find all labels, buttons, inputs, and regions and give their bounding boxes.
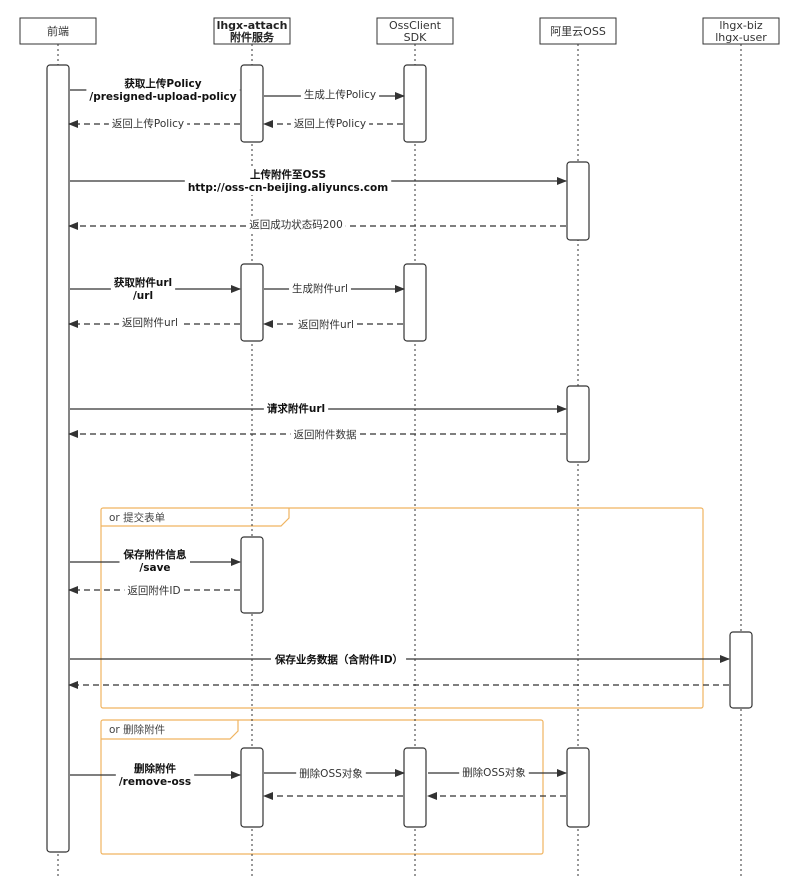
message-del-oss-1: 删除OSS对象 xyxy=(264,766,405,781)
message-ret-data: 返回附件数据 xyxy=(68,427,566,442)
message-label: 返回成功状态码200 xyxy=(249,218,343,231)
message-label: http://oss-cn-beijing.aliyuncs.com xyxy=(188,182,388,194)
message-ret-url: 返回附件url xyxy=(68,315,240,330)
participant-label: OssClient xyxy=(389,19,442,32)
message-label: 生成附件url xyxy=(292,282,348,295)
message-ret-policy: 返回上传Policy xyxy=(68,117,240,131)
message-label-bg xyxy=(289,281,351,296)
participant-oss: 阿里云OSS xyxy=(539,17,617,45)
message-label: 生成上传Policy xyxy=(304,88,376,101)
activation-oss xyxy=(566,385,590,463)
message-label-bg xyxy=(290,117,370,131)
message-ret-id: 返回附件ID xyxy=(68,583,240,598)
message-label: 删除附件 xyxy=(134,762,176,775)
message-upload-oss: 上传附件至OSShttp://oss-cn-beijing.aliyuncs.c… xyxy=(70,167,567,195)
participant-label: 前端 xyxy=(47,24,69,38)
participant-label: 附件服务 xyxy=(230,30,275,44)
message-label: 返回附件ID xyxy=(127,584,180,597)
message-label: 返回附件数据 xyxy=(294,428,357,441)
activation-sdk xyxy=(403,64,427,143)
message-label-bg xyxy=(124,583,184,598)
message-label: 请求附件url xyxy=(267,402,325,415)
message-label-bg xyxy=(184,167,392,195)
message-label-bg xyxy=(86,76,240,104)
message-delete: 删除附件/remove-oss xyxy=(70,761,241,789)
activation-attach xyxy=(240,747,264,828)
message-label-bg xyxy=(295,317,357,332)
message-label-bg xyxy=(246,217,346,232)
activation-attach xyxy=(240,536,264,614)
message-label-bg xyxy=(119,547,190,575)
message-label: 返回上传Policy xyxy=(112,118,184,130)
frame-remove: or 删除附件 xyxy=(100,719,544,855)
message-label-bg xyxy=(108,117,188,131)
participant-label: lhgx-biz xyxy=(719,19,763,32)
message-gen-url: 生成附件url xyxy=(264,281,405,296)
message-del-oss-2: 删除OSS对象 xyxy=(428,765,567,780)
activation-biz xyxy=(729,631,753,709)
message-label: 删除OSS对象 xyxy=(462,766,526,779)
message-save-biz: 保存业务数据（含附件ID） xyxy=(70,652,730,667)
activation-oss xyxy=(566,161,590,241)
message-label-bg xyxy=(263,401,329,416)
message-save-info: 保存附件信息/save xyxy=(70,547,241,575)
frame-submit: or 提交表单 xyxy=(100,507,704,709)
message-req-url: 请求附件url xyxy=(70,401,567,416)
message-label-bg xyxy=(115,761,195,789)
message-label: /presigned-upload-policy xyxy=(89,91,236,103)
participant-label: SDK xyxy=(404,31,427,44)
frame-label-submit: or 提交表单 xyxy=(109,511,165,524)
message-label: 获取附件url xyxy=(114,276,172,289)
participant-frontend: 前端 xyxy=(19,17,97,45)
message-get-url: 获取附件url/url xyxy=(70,275,241,303)
message-label: 返回附件url xyxy=(298,318,354,331)
activation-frontend xyxy=(46,64,70,853)
message-label: 返回上传Policy xyxy=(294,118,366,130)
message-label: 删除OSS对象 xyxy=(299,767,363,780)
message-label-bg xyxy=(296,766,366,781)
activation-attach xyxy=(240,263,264,342)
message-label-bg xyxy=(300,87,380,102)
message-label: 返回附件url xyxy=(122,316,178,329)
activation-attach xyxy=(240,64,264,143)
activation-sdk xyxy=(403,263,427,342)
message-label: 上传附件至OSS xyxy=(250,168,326,181)
message-label-bg xyxy=(290,427,360,442)
participant-label: lhgx-user xyxy=(715,31,767,44)
message-label-bg xyxy=(110,275,176,303)
message-ret-url-sdk: 返回附件url xyxy=(263,317,403,332)
message-label-bg xyxy=(270,652,407,667)
message-label: /remove-oss xyxy=(119,776,191,788)
participant-label: lhgx-attach xyxy=(217,19,288,32)
activation-oss xyxy=(566,747,590,828)
message-gen-policy: 生成上传Policy xyxy=(264,87,405,102)
message-label: /save xyxy=(139,562,170,574)
message-ret-policy-sdk: 返回上传Policy xyxy=(263,117,403,131)
message-label-bg xyxy=(119,315,181,330)
message-label-bg xyxy=(459,765,529,780)
frame-label-remove: or 删除附件 xyxy=(109,723,165,736)
message-ret-200: 返回成功状态码200 xyxy=(68,217,566,232)
message-label: 保存附件信息 xyxy=(123,548,187,561)
message-label: /url xyxy=(133,290,153,302)
activation-sdk xyxy=(403,747,427,828)
message-label: 保存业务数据（含附件ID） xyxy=(274,653,403,666)
message-get-policy: 获取上传Policy/presigned-upload-policy xyxy=(70,76,241,104)
message-label: 获取上传Policy xyxy=(124,77,201,90)
participant-label: 阿里云OSS xyxy=(550,25,606,38)
